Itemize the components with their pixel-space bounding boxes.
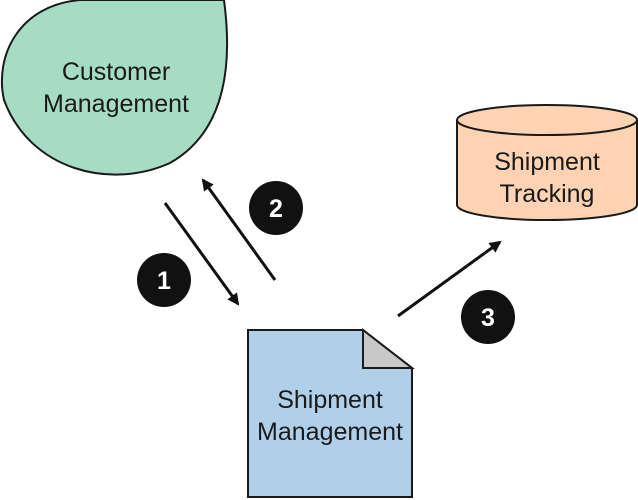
arrow-customer-to-shipment-management [163, 202, 240, 306]
customer-management-label-line-2: Management [43, 90, 189, 118]
shipment-tracking-cylinder-top [456, 104, 638, 136]
step-badge-2-label: 2 [269, 195, 283, 223]
customer-management-label-line-1: Customer [62, 58, 170, 86]
step-badge-3: 3 [461, 290, 515, 344]
shipment-tracking-cylinder-body [456, 120, 638, 221]
shipment-tracking-node: Shipment Tracking [456, 104, 638, 221]
step-badge-3-label: 3 [481, 304, 495, 332]
shipment-management-label-line-2: Management [257, 418, 403, 446]
shipment-management-label-line-1: Shipment [277, 386, 383, 414]
shipment-management-folded-corner [362, 327, 415, 369]
arrow-shipment-management-to-customer [201, 178, 277, 281]
shipment-tracking-label-line-1: Shipment [494, 148, 600, 176]
shipment-management-document [247, 329, 413, 498]
step-badge-1-label: 1 [157, 267, 171, 295]
step-badge-2-circle [249, 181, 303, 235]
shipment-management-node: Shipment Management [247, 327, 415, 498]
arrow-shipment-management-to-tracking [397, 240, 502, 318]
step-badge-3-circle [461, 290, 515, 344]
step-badge-1-circle [137, 253, 191, 307]
customer-management-shape [0, 0, 229, 176]
shipment-tracking-label-line-2: Tracking [500, 180, 595, 208]
step-badge-1: 1 [137, 253, 191, 307]
customer-management-node: Customer Management [0, 0, 229, 176]
step-badge-2: 2 [249, 181, 303, 235]
